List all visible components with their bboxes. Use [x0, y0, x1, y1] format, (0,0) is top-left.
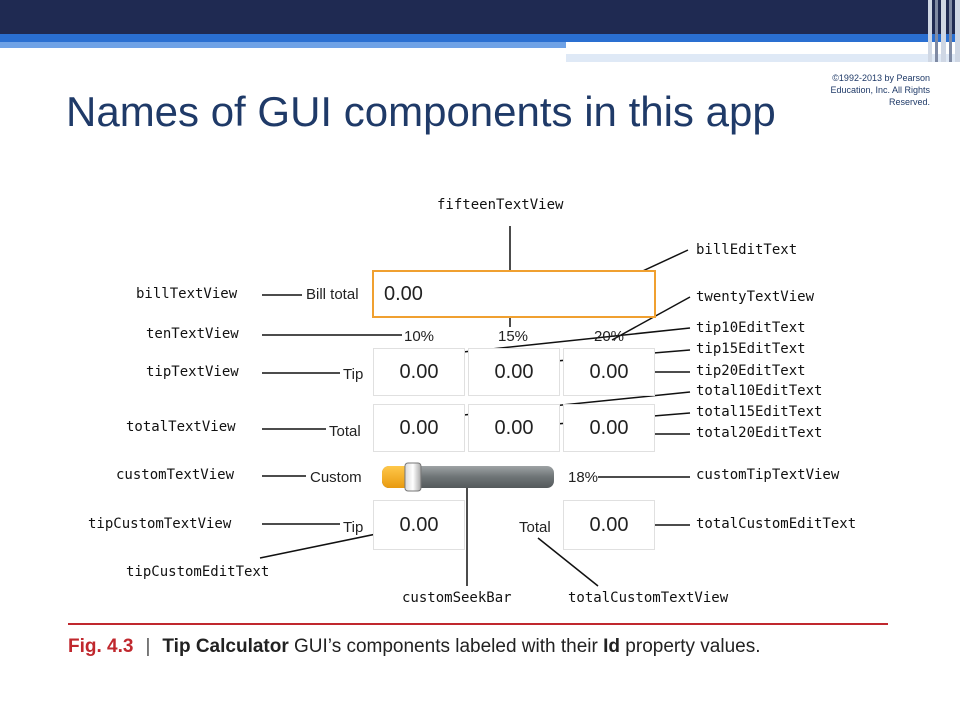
header-notch-shade	[566, 54, 960, 62]
callout-totalCustomEditText: totalCustomEditText	[696, 516, 857, 532]
header-notch	[566, 42, 960, 54]
bill-total-label: Bill total	[306, 286, 359, 303]
callout-billEditText: billEditText	[696, 242, 798, 258]
callout-tipTextView: tipTextView	[146, 364, 239, 380]
fifteen-percent-label: 15%	[498, 328, 529, 345]
leader-line	[259, 531, 387, 559]
bill-input[interactable]: 0.00	[372, 270, 656, 318]
callout-total15EditText: total15EditText	[696, 404, 823, 420]
header-band-blue	[0, 34, 960, 42]
seekbar-thumb	[404, 462, 422, 492]
figure-number: Fig. 4.3	[68, 636, 134, 657]
callout-tip20EditText: tip20EditText	[696, 363, 806, 379]
total-custom-label: Total	[519, 519, 551, 536]
caption-text: GUI’s components labeled with their	[294, 636, 598, 657]
tip-label: Tip	[343, 366, 364, 383]
caption-id: Id	[603, 636, 621, 657]
header-stripe	[949, 0, 952, 62]
callout-tipCustomTextView: tipCustomTextView	[88, 516, 232, 532]
seekbar-track	[382, 466, 554, 488]
figure-caption: Fig. 4.3 | Tip Calculator GUI’s components…	[68, 636, 760, 658]
callout-tipCustomEditText: tipCustomEditText	[126, 564, 270, 580]
total10-field[interactable]: 0.00	[373, 404, 465, 452]
caption-text-end: property values.	[625, 636, 761, 657]
callout-total10EditText: total10EditText	[696, 383, 823, 399]
header-stripe	[935, 0, 938, 62]
callout-tenTextView: tenTextView	[146, 326, 239, 342]
caption-rule	[68, 623, 888, 625]
caption-app-name: Tip Calculator	[162, 636, 289, 657]
leader-line	[537, 537, 599, 587]
callout-customTextView: customTextView	[116, 467, 235, 483]
callout-tip10EditText: tip10EditText	[696, 320, 806, 336]
callout-twentyTextView: twentyTextView	[696, 289, 815, 305]
tip-custom-field[interactable]: 0.00	[373, 500, 465, 550]
caption-separator: |	[145, 636, 151, 657]
callout-customSeekBar: customSeekBar	[402, 590, 512, 606]
callout-totalCustomTextView: totalCustomTextView	[568, 590, 729, 606]
total15-field[interactable]: 0.00	[468, 404, 560, 452]
tip10-field[interactable]: 0.00	[373, 348, 465, 396]
header-band-light	[0, 42, 960, 48]
callout-fifteenTextView: fifteenTextView	[437, 197, 564, 213]
callout-total20EditText: total20EditText	[696, 425, 823, 441]
header-band	[0, 0, 960, 34]
custom-seekbar[interactable]	[380, 462, 556, 492]
total-custom-field[interactable]: 0.00	[563, 500, 655, 550]
header-stripe	[941, 0, 946, 62]
tip15-field[interactable]: 0.00	[468, 348, 560, 396]
leader-line	[611, 296, 691, 341]
callout-billTextView: billTextView	[136, 286, 238, 302]
total20-field[interactable]: 0.00	[563, 404, 655, 452]
custom-label: Custom	[310, 469, 362, 486]
callout-tip15EditText: tip15EditText	[696, 341, 806, 357]
tip20-field[interactable]: 0.00	[563, 348, 655, 396]
slide-title: Names of GUI components in this app	[66, 88, 776, 135]
twenty-percent-label: 20%	[594, 328, 625, 345]
ten-percent-label: 10%	[404, 328, 435, 345]
callout-customTipTextView: customTipTextView	[696, 467, 840, 483]
header-stripe	[928, 0, 932, 62]
total-label: Total	[329, 423, 361, 440]
callout-totalTextView: totalTextView	[126, 419, 236, 435]
copyright-notice: ©1992-2013 by Pearson Education, Inc. Al…	[830, 73, 930, 107]
custom-percent-label: 18%	[568, 469, 599, 486]
tip-custom-label: Tip	[343, 519, 364, 536]
header-stripe	[955, 0, 960, 62]
